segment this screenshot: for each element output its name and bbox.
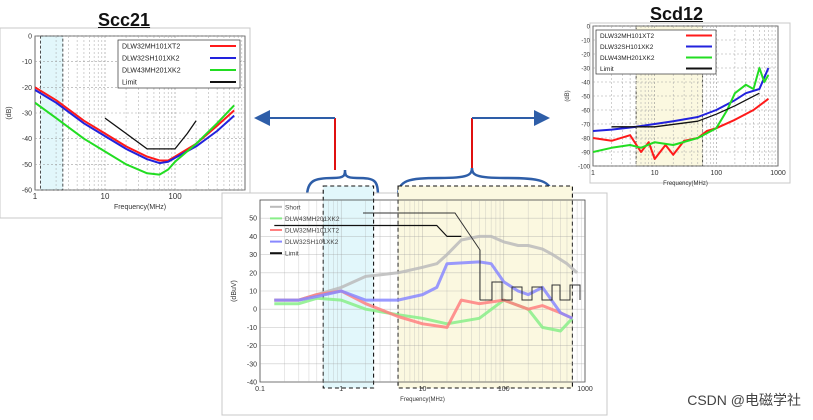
emission-legend-label: DLW43MH201XK2	[285, 216, 340, 223]
emission-limit-connector-trace	[363, 212, 481, 300]
scd12-ytick-label: -40	[581, 81, 590, 87]
scd12-xtick-label: 100	[710, 170, 722, 177]
scd12-legend-box	[595, 29, 717, 75]
left-brace	[305, 169, 380, 198]
scc21-ytick-label: -60	[22, 188, 32, 195]
scd12-xtick-label: 1	[591, 170, 595, 177]
scd12-xtick-label: 10	[651, 170, 659, 177]
emission-highlight-band-1	[397, 185, 573, 389]
emission-ytick-label: 50	[249, 216, 257, 223]
scc21-series-line-2	[35, 101, 235, 176]
scc21-ylabel: (dB)	[6, 106, 13, 119]
scc21-ytick-label: 0	[28, 34, 32, 41]
emission-legend-label: Short	[285, 204, 301, 211]
scd12-ytick-label: 0	[587, 25, 591, 31]
emission-highlight-band-0	[322, 185, 375, 389]
scd12-ytick-label: -50	[581, 95, 590, 101]
scd12-title: Scd12	[650, 4, 704, 24]
emission-xtick-label: 1	[339, 386, 343, 393]
scc21-xlabel: Frequency(MHz)	[114, 204, 166, 211]
scd12-xtick-label: 1000	[770, 170, 786, 177]
emission-ytick-label: 30	[249, 252, 257, 259]
scd12-legend-label: DLW32SH101XK2	[600, 44, 654, 51]
scc21-xtick-label: 1	[33, 192, 38, 201]
scd12-series-line-2	[593, 67, 770, 153]
emission-ytick-label: 20	[249, 270, 257, 277]
emission-ytick-label: -20	[247, 343, 257, 350]
scc21-xtick-label: 100	[168, 192, 182, 201]
scd12-ytick-label: -70	[581, 123, 590, 129]
scc21-legend-label: DLW32MH101XT2	[122, 44, 180, 51]
scc21-ytick-label: -40	[22, 136, 32, 143]
emission-legend-label: DLW32MH101XT2	[285, 228, 339, 235]
emission-ytick-label: 40	[249, 234, 257, 241]
emission-xtick-label: 0.1	[255, 386, 265, 393]
emission-series-line-1	[274, 296, 574, 333]
scc21-ytick-label: -10	[22, 59, 32, 66]
emission-xtick-label: 1000	[577, 386, 593, 393]
scd12-ytick-label: -10	[581, 39, 590, 45]
watermark: CSDN @电磁学社	[687, 392, 801, 408]
scc21-legend-label: Limit	[122, 80, 137, 87]
emission-ytick-label: -30	[247, 361, 257, 368]
scc21-series-line-3	[104, 117, 197, 150]
scd12-legend-label: DLW43MH201XK2	[600, 55, 655, 62]
emission-series-line-3	[274, 260, 574, 320]
emission-ylabel: (dBuV)	[231, 280, 238, 302]
scc21-legend-label: DLW32SH101XK2	[122, 56, 180, 63]
emission-legend-label: DLW32SH101XK2	[285, 239, 339, 246]
emission-ytick-label: -10	[247, 325, 257, 332]
scc21-xtick-label: 10	[101, 192, 110, 201]
scd12-ytick-label: -80	[581, 137, 590, 143]
scd12-series-line-0	[593, 98, 770, 160]
scd12-ytick-label: -30	[581, 67, 590, 73]
emission-xtick-label: 10	[419, 386, 427, 393]
emission-ytick-label: -40	[247, 380, 257, 387]
scd12-ytick-label: -20	[581, 53, 590, 59]
scd12-series-line-1	[593, 67, 770, 132]
emission-xtick-label: 100	[498, 386, 510, 393]
scd12-legend-label: DLW32MH101XT2	[600, 33, 654, 40]
scd12-ytick-label: -90	[581, 151, 590, 157]
scc21-legend-box	[117, 39, 241, 89]
emission-legend-label: Limit	[285, 251, 299, 258]
emission-series-line-4	[274, 224, 462, 237]
scd12-series-line-3	[611, 92, 760, 128]
right-brace	[396, 167, 554, 198]
emission-ytick-label: 10	[249, 289, 257, 296]
scd12-ylabel: (dB)	[565, 90, 571, 101]
scc21-legend-label: DLW43MH201XK2	[122, 68, 181, 75]
scc21-series-line-1	[35, 89, 235, 165]
emission-limit-step-trace	[480, 281, 581, 301]
scc21-ytick-label: -20	[22, 85, 32, 92]
emission-series-line-0	[274, 234, 579, 302]
scc21-ytick-label: -50	[22, 162, 32, 169]
scc21-ytick-label: -30	[22, 111, 32, 118]
scd12-xlabel: Frequency(MHz)	[663, 181, 708, 187]
scc21-title: Scc21	[98, 10, 151, 30]
scd12-ytick-label: -100	[578, 165, 591, 171]
scd12-ytick-label: -60	[581, 109, 590, 115]
emission-ytick-label: 0	[253, 307, 257, 314]
scd12-legend-label: Limit	[600, 66, 614, 73]
emission-xlabel: Frequency(MHz)	[400, 397, 445, 403]
